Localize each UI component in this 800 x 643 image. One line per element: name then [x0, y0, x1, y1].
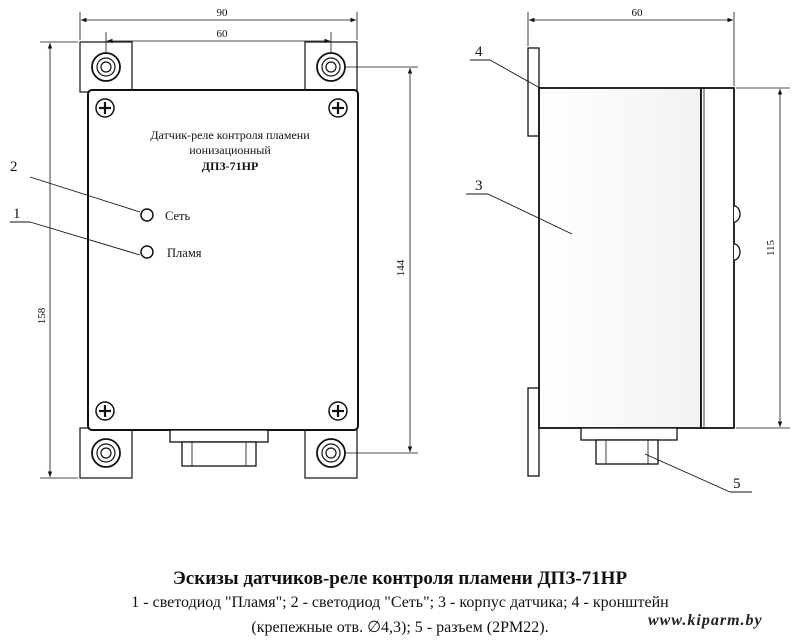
panel-model: ДПЗ-71НР: [202, 159, 259, 173]
mount-hole-icon: [316, 52, 346, 82]
front-view: Датчик-реле контроля пламени ионизационн…: [10, 7, 418, 479]
side-housing: [538, 87, 702, 429]
side-bracket-top: [527, 47, 540, 137]
panel-title-line2: ионизационный: [189, 143, 271, 157]
dim-height-side: 115: [765, 239, 777, 256]
caption-line-2: (крепежные отв. ∅4,3); 5 - разъем (2РМ22…: [251, 619, 549, 636]
dim-height-holes: 144: [395, 259, 407, 276]
callout-2: 2: [10, 159, 18, 175]
dim-width-outer: 90: [217, 7, 229, 19]
front-connector: [169, 429, 269, 467]
dim-depth: 60: [632, 7, 644, 19]
panel-title-line1: Датчик-реле контроля пламени: [150, 128, 310, 142]
mount-hole-icon: [316, 438, 346, 468]
callout-line-5: [644, 453, 731, 493]
screw-icon: [95, 98, 115, 118]
side-led-bump-icon: [733, 205, 741, 223]
led-flame-label: Пламя: [167, 246, 202, 260]
side-bracket-bottom: [527, 387, 540, 477]
callout-3: 3: [475, 178, 483, 194]
led-power-label: Сеть: [165, 209, 191, 223]
callout-line-3b: [487, 193, 573, 235]
led-power-icon: [140, 208, 154, 222]
callout-1: 1: [13, 206, 21, 222]
mount-hole-icon: [91, 438, 121, 468]
callout-4: 4: [475, 44, 483, 60]
side-view: 4 3 5 60 115: [466, 7, 790, 493]
dim-width-holes: 60: [217, 28, 229, 40]
watermark: www.kiparm.by: [648, 612, 763, 629]
screw-icon: [328, 401, 348, 421]
led-flame-icon: [140, 245, 154, 259]
callout-line-4b: [489, 59, 541, 89]
mount-hole-icon: [91, 52, 121, 82]
side-cover: [700, 87, 735, 429]
screw-icon: [95, 401, 115, 421]
caption-line-1: 1 - светодиод "Пламя"; 2 - светодиод "Се…: [131, 594, 669, 611]
dim-height-outer: 158: [36, 307, 48, 324]
screw-icon: [328, 98, 348, 118]
caption-title: Эскизы датчиков-реле контроля пламени ДП…: [172, 568, 628, 589]
side-led-bump-icon: [733, 243, 741, 261]
side-connector: [580, 427, 678, 465]
callout-5: 5: [733, 476, 741, 492]
